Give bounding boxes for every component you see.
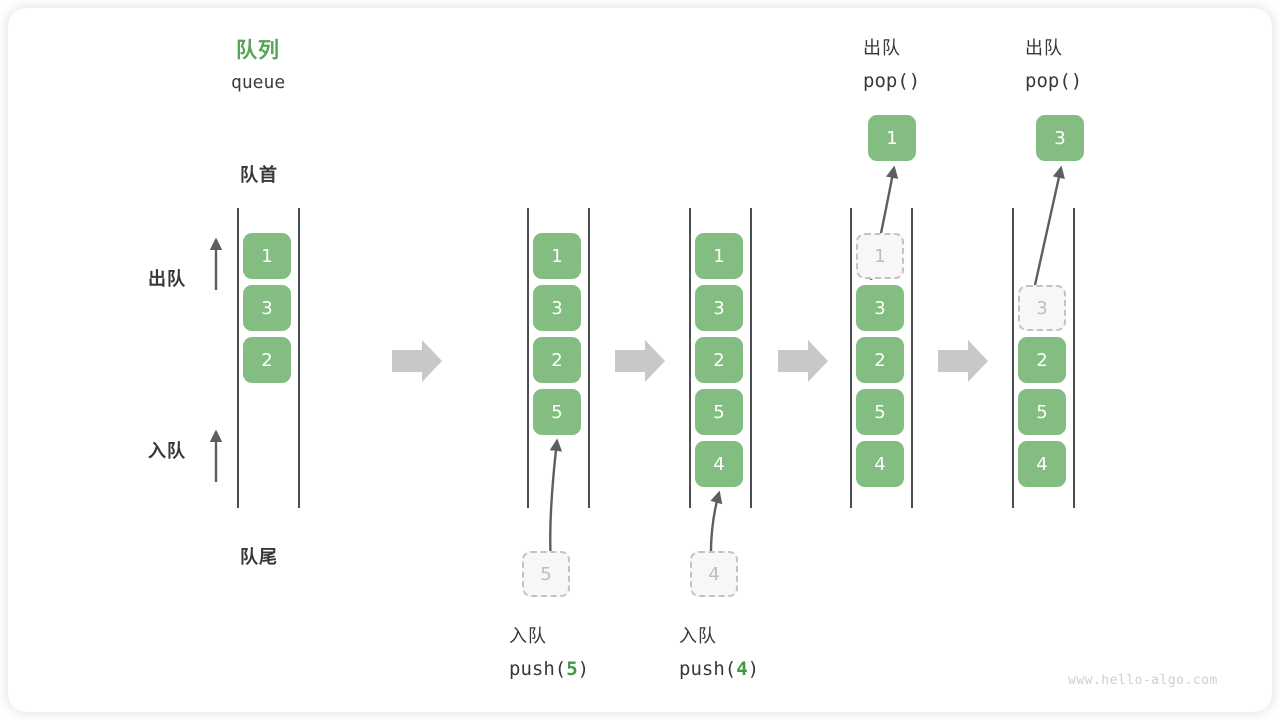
queue-cell: 1 [533,233,581,279]
incoming-element-ghost: 5 [522,551,570,597]
watermark: www.hello-algo.com [1068,673,1218,688]
rail-left [527,208,529,508]
push-5-caption-cn: 入队 [509,626,547,646]
queue-rear-label: 队尾 [240,547,278,567]
code-prefix: push( [679,658,737,680]
queue-front-label: 队首 [240,165,278,185]
queue-cell: 5 [856,389,904,435]
queue-cell: 4 [1018,441,1066,487]
page-title-cn: 队列 [236,39,280,62]
queue-cell: 1 [695,233,743,279]
queue-cell-new: 5 [533,389,581,435]
pop-3-heading-cn: 出队 [1025,38,1063,58]
rail-left [689,208,691,508]
popped-element: 3 [1036,115,1084,161]
queue-cell: 1 [243,233,291,279]
popped-element: 1 [868,115,916,161]
rail-right [588,208,590,508]
rail-right [298,208,300,508]
code-suffix: ) [577,658,590,680]
pop-1-heading-cn: 出队 [863,38,901,58]
queue-cell: 2 [856,337,904,383]
dequeue-side-label: 出队 [148,269,186,289]
code-prefix: push( [509,658,567,680]
queue-cell: 5 [695,389,743,435]
rail-right [750,208,752,508]
rail-right [1073,208,1075,508]
code-arg: 4 [736,658,748,680]
code-arg: 5 [566,658,578,680]
rail-left [237,208,239,508]
queue-cell: 3 [856,285,904,331]
queue-cell: 3 [243,285,291,331]
pop-1-heading-code: pop() [863,70,921,92]
rail-left [850,208,852,508]
queue-cell-ghost: 1 [856,233,904,279]
incoming-element-ghost: 4 [690,551,738,597]
queue-cell: 2 [1018,337,1066,383]
rail-left [1012,208,1014,508]
step-arrow-2 [615,340,665,382]
code-suffix: ) [747,658,760,680]
enqueue-side-label: 入队 [148,441,186,461]
step-arrow-4 [938,340,988,382]
push-4-caption-code: push(4) [679,658,759,680]
push-5-arrow [549,438,563,563]
queue-cell: 4 [856,441,904,487]
queue-cell-ghost: 3 [1018,285,1066,331]
push-4-caption-cn: 入队 [679,626,717,646]
page-title-en: queue [231,72,286,93]
push-5-caption-code: push(5) [509,658,589,680]
step-arrow-3 [778,340,828,382]
pop-3-heading-code: pop() [1025,70,1083,92]
rail-right [911,208,913,508]
queue-cell: 2 [695,337,743,383]
queue-cell: 2 [533,337,581,383]
queue-cell: 3 [695,285,743,331]
queue-cell-new: 4 [695,441,743,487]
queue-cell: 5 [1018,389,1066,435]
step-arrow-1 [392,340,442,382]
queue-cell: 2 [243,337,291,383]
queue-cell: 3 [533,285,581,331]
